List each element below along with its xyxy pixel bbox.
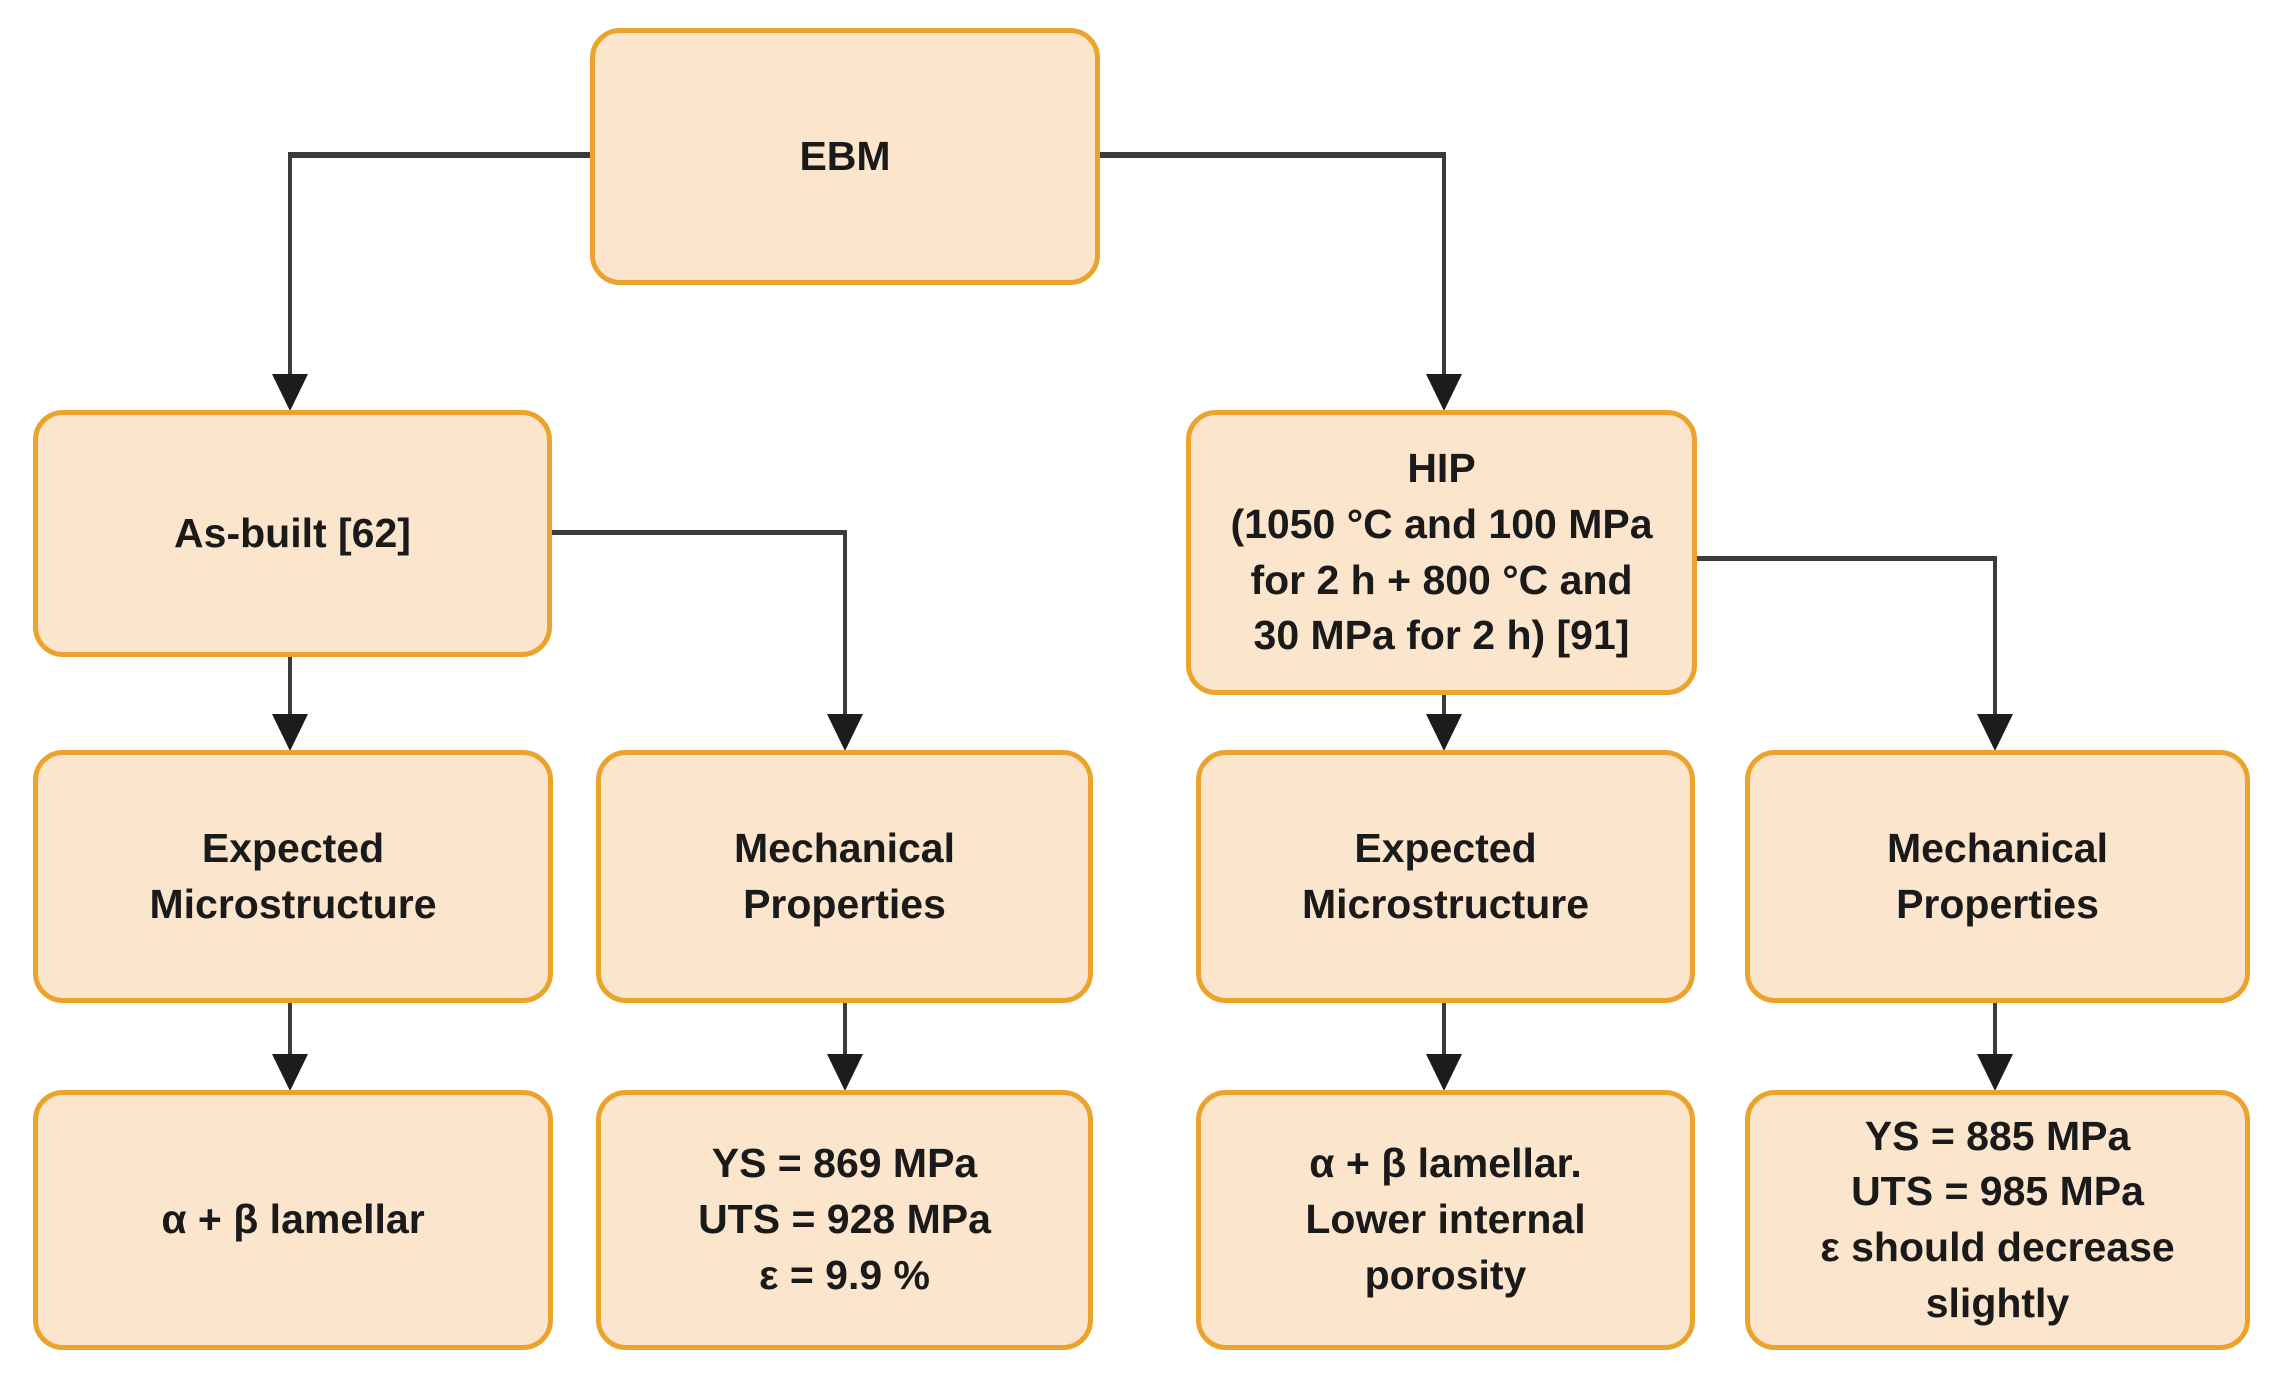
connector-hip-to-mechanical-vertical bbox=[1993, 556, 1997, 717]
node-mechanical-result-hip: YS = 885 MPa UTS = 985 MPa ε should decr… bbox=[1745, 1090, 2250, 1350]
node-expected-microstructure-right-label: Expected Microstructure bbox=[1301, 824, 1590, 927]
node-microstructure-result-as-built: α + β lamellar bbox=[33, 1090, 553, 1350]
arrowhead-to-hip bbox=[1426, 374, 1462, 411]
node-microstructure-result-as-built-label: α + β lamellar bbox=[161, 1196, 425, 1243]
node-microstructure-result-hip: α + β lamellar. Lower internal porosity bbox=[1196, 1090, 1695, 1350]
arrowhead-to-mechanical-properties-left bbox=[827, 714, 863, 751]
connector-asbuilt-to-mechanical-horizontal bbox=[549, 530, 847, 535]
connector-ebm-to-hip-horizontal bbox=[1097, 152, 1446, 158]
node-expected-microstructure-left-label: Expected Microstructure bbox=[149, 824, 437, 927]
arrowhead-to-lamellar-right bbox=[1426, 1054, 1462, 1091]
node-mechanical-properties-right: Mechanical Properties bbox=[1745, 750, 2250, 1003]
node-mechanical-result-hip-label: YS = 885 MPa UTS = 985 MPa ε should decr… bbox=[1820, 1112, 2175, 1326]
arrowhead-to-mechanical-properties-right bbox=[1977, 714, 2013, 751]
node-mechanical-result-as-built-label: YS = 869 MPa UTS = 928 MPa ε = 9.9 % bbox=[698, 1140, 991, 1298]
connector-hip-to-mechanical-horizontal bbox=[1694, 556, 1997, 561]
connector-mechanical-right-to-result bbox=[1993, 1001, 1997, 1057]
connector-expected-left-to-result bbox=[288, 1001, 292, 1057]
connector-ebm-to-asbuilt-vertical bbox=[288, 152, 292, 378]
connector-asbuilt-to-expected-microstructure bbox=[288, 655, 292, 717]
connector-hip-to-expected-microstructure bbox=[1442, 693, 1446, 717]
node-mechanical-properties-left: Mechanical Properties bbox=[596, 750, 1093, 1003]
node-as-built-label: As-built [62] bbox=[174, 509, 411, 556]
arrowhead-to-lamellar-left bbox=[272, 1054, 308, 1091]
connector-ebm-to-hip-vertical bbox=[1442, 152, 1446, 378]
connector-expected-right-to-result bbox=[1442, 1001, 1446, 1057]
node-expected-microstructure-right: Expected Microstructure bbox=[1196, 750, 1695, 1003]
node-mechanical-properties-left-label: Mechanical Properties bbox=[733, 824, 956, 927]
arrowhead-to-ys-right bbox=[1977, 1054, 2013, 1091]
node-hip: HIP (1050 °C and 100 MPa for 2 h + 800 °… bbox=[1186, 410, 1697, 695]
arrowhead-to-ys-left bbox=[827, 1054, 863, 1091]
node-as-built: As-built [62] bbox=[33, 410, 552, 657]
arrowhead-to-asbuilt bbox=[272, 374, 308, 411]
node-ebm-label: EBM bbox=[799, 132, 891, 179]
arrowhead-to-expected-microstructure-left bbox=[272, 714, 308, 751]
node-expected-microstructure-left: Expected Microstructure bbox=[33, 750, 553, 1003]
connector-ebm-to-asbuilt-horizontal bbox=[288, 152, 592, 158]
node-microstructure-result-hip-label: α + β lamellar. Lower internal porosity bbox=[1305, 1140, 1586, 1298]
arrowhead-to-expected-microstructure-right bbox=[1426, 714, 1462, 751]
connector-mechanical-left-to-result bbox=[843, 1001, 847, 1057]
node-mechanical-properties-right-label: Mechanical Properties bbox=[1886, 824, 2109, 927]
node-hip-label: HIP (1050 °C and 100 MPa for 2 h + 800 °… bbox=[1230, 445, 1653, 659]
connector-asbuilt-to-mechanical-vertical bbox=[843, 530, 847, 717]
node-ebm: EBM bbox=[590, 28, 1100, 285]
node-mechanical-result-as-built: YS = 869 MPa UTS = 928 MPa ε = 9.9 % bbox=[596, 1090, 1093, 1350]
